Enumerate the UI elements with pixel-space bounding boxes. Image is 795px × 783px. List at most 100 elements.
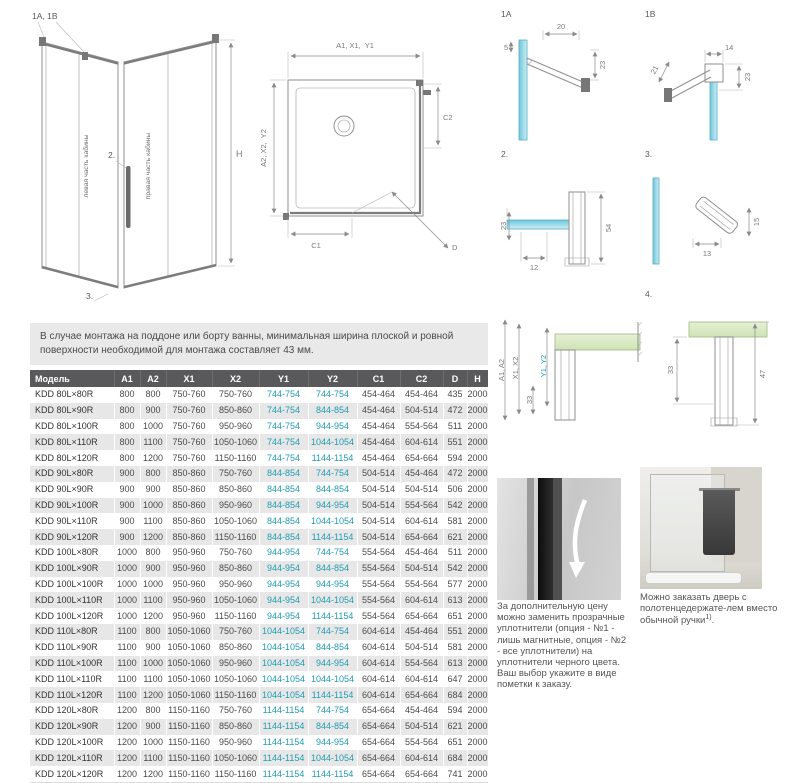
value-cell: 554-564 [400, 497, 444, 514]
value-cell: 506 [443, 481, 468, 498]
dim-a1-a2: A1, A2 [497, 359, 506, 381]
wall-bracket-left [39, 37, 46, 46]
value-cell: 1200 [114, 734, 141, 751]
value-cell: 472 [443, 402, 468, 419]
value-cell: 1000 [140, 655, 167, 672]
model-cell: KDD 100L×110R [30, 592, 115, 609]
dim-12: 12 [530, 263, 538, 272]
value-cell: 1144-1154 [308, 450, 358, 466]
value-cell: 1050-1060 [166, 639, 213, 656]
dim-47: 47 [758, 370, 767, 378]
value-cell: 1000 [114, 544, 141, 561]
glass-green-section [554, 333, 641, 351]
value-cell: 1150-1160 [212, 766, 260, 782]
left-panel-outline [41, 41, 119, 289]
value-cell: 900 [114, 465, 141, 482]
detail-2-label: 2. [501, 149, 508, 159]
value-cell: 950-960 [166, 560, 213, 577]
wall-bracket-right [212, 34, 219, 43]
value-cell: 1144-1154 [259, 750, 309, 767]
value-cell: 1044-1054 [308, 671, 358, 688]
value-cell: 1144-1154 [259, 766, 309, 782]
value-cell: 1144-1154 [259, 718, 309, 735]
left-part-label: левая часть кабины [82, 134, 90, 197]
value-cell: 844-854 [259, 481, 309, 498]
value-cell: 504-514 [400, 639, 444, 656]
value-cell: 900 [140, 560, 167, 577]
value-cell: 1200 [140, 608, 167, 624]
value-cell: 1100 [140, 592, 167, 609]
detail-4-label: 4. [645, 289, 652, 299]
value-cell: 1050-1060 [212, 592, 260, 609]
value-cell: 684 [443, 750, 468, 767]
detail-3-label: 3. [645, 149, 652, 159]
model-cell: KDD 80L×120R [30, 450, 115, 466]
corner-hardware-top [416, 80, 423, 86]
value-cell: 654-664 [400, 608, 444, 624]
dim-5: 5 [504, 43, 508, 52]
value-cell: 1200 [140, 450, 167, 466]
value-cell: 454-464 [357, 402, 401, 419]
value-cell: 1044-1054 [308, 592, 358, 609]
value-cell: 2000 [467, 750, 488, 767]
value-cell: 944-954 [308, 576, 358, 593]
value-cell: 850-860 [212, 402, 260, 419]
value-cell: 654-664 [400, 450, 444, 466]
col-header-Y2: Y2 [308, 370, 358, 387]
dim-54: 54 [604, 224, 613, 232]
value-cell: 604-614 [357, 623, 401, 640]
value-cell: 435 [443, 387, 468, 403]
wall-profile [554, 349, 576, 421]
glass-section [709, 81, 718, 141]
value-cell: 1050-1060 [212, 671, 260, 688]
value-cell: 647 [443, 671, 468, 688]
value-cell: 900 [114, 481, 141, 498]
value-cell: 504-514 [400, 718, 444, 735]
value-cell: 1150-1160 [166, 718, 213, 735]
value-cell: 1000 [114, 576, 141, 593]
value-cell: 944-954 [308, 497, 358, 514]
arrow-head-icon [569, 562, 585, 578]
value-cell: 750-760 [212, 623, 260, 640]
value-cell: 2000 [467, 497, 488, 514]
value-cell: 1100 [140, 513, 167, 530]
value-cell: 900 [114, 513, 141, 530]
value-cell: 1000 [140, 576, 167, 593]
value-cell: 844-854 [259, 529, 309, 545]
value-cell: 850-860 [166, 497, 213, 514]
value-cell: 604-614 [357, 655, 401, 672]
corner-hardware-bottom [283, 213, 289, 220]
value-cell: 744-754 [308, 544, 358, 561]
value-cell: 551 [443, 623, 468, 640]
value-cell: 1050-1060 [212, 434, 260, 451]
model-cell: KDD 100L×90R [30, 560, 115, 577]
model-cell: KDD 80L×100R [30, 418, 115, 435]
value-cell: 950-960 [166, 544, 213, 561]
value-cell: 744-754 [259, 434, 309, 451]
value-cell: 613 [443, 655, 468, 672]
value-cell: 850-860 [212, 639, 260, 656]
seal-shadow [553, 478, 562, 600]
model-cell: KDD 120L×120R [30, 766, 115, 782]
value-cell: 2000 [467, 513, 488, 530]
value-cell: 844-854 [259, 465, 309, 482]
value-cell: 900 [114, 497, 141, 514]
wall-bracket-mid [82, 52, 88, 60]
detail-3-ref: 3. [86, 291, 93, 301]
col-header-A1: A1 [114, 370, 141, 387]
value-cell: 844-854 [259, 497, 309, 514]
model-cell: KDD 110L×90R [30, 639, 115, 656]
value-cell: 844-854 [308, 718, 358, 735]
value-cell: 504-514 [357, 465, 401, 482]
value-cell: 651 [443, 734, 468, 751]
arrow-overlay [569, 499, 588, 578]
col-header-D: D [443, 370, 468, 387]
value-cell: 900 [140, 402, 167, 419]
